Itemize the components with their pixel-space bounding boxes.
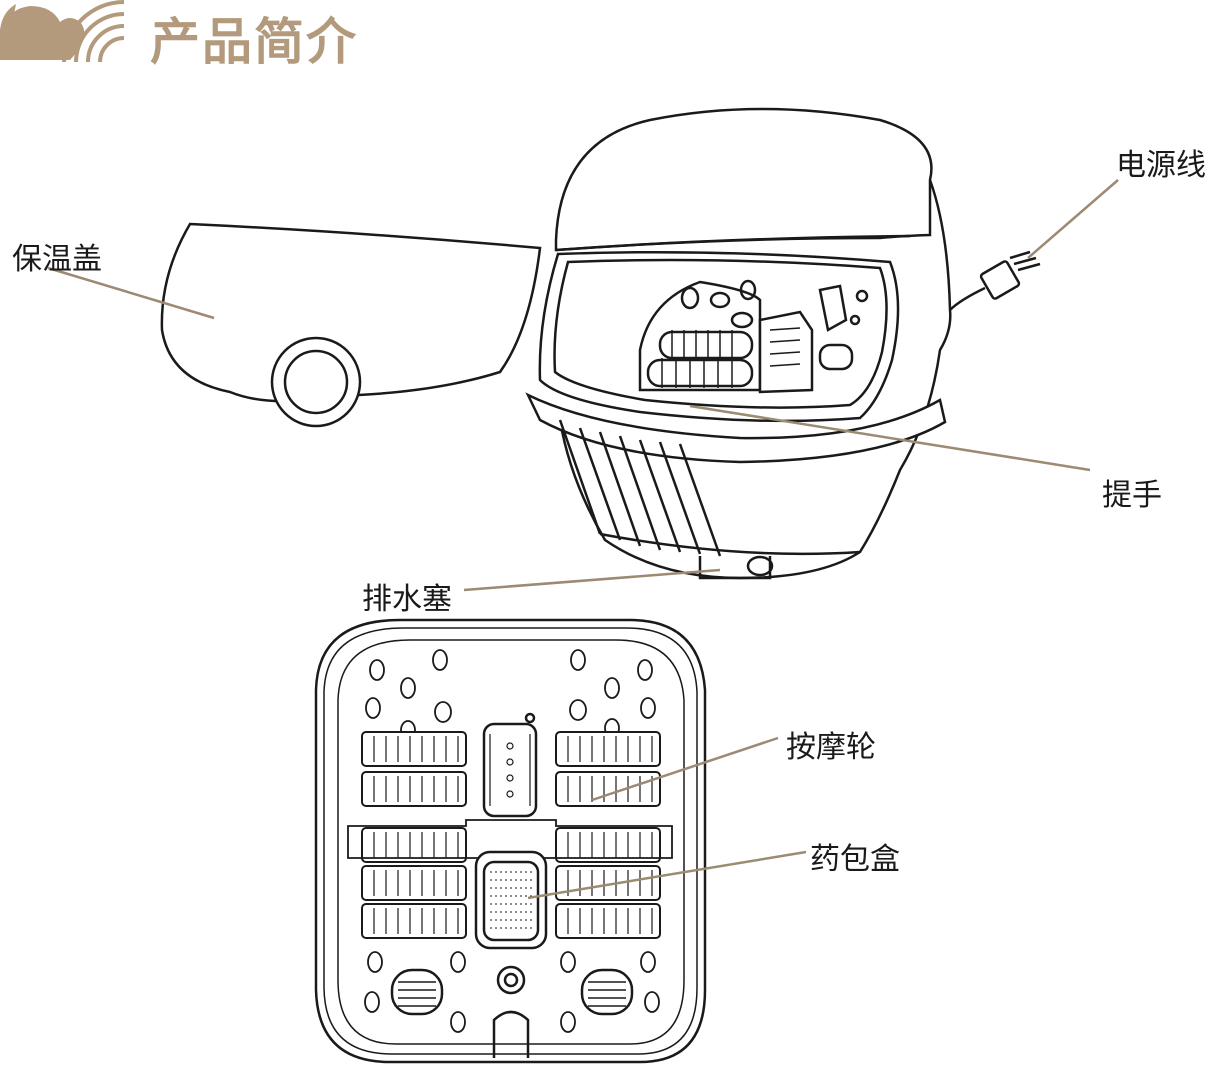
label-handle: 提手 — [1102, 478, 1162, 513]
label-massage-rollers: 按摩轮 — [786, 730, 876, 765]
massage-rollers-drawing — [361, 731, 661, 939]
label-herb-box: 药包盒 — [810, 842, 900, 877]
label-drain-plug: 排水塞 — [362, 582, 452, 617]
arc-rays-logo — [0, 0, 125, 63]
page-title: 产品简介 — [150, 13, 358, 71]
lid-drawing — [160, 222, 542, 428]
leader-lines — [47, 179, 1119, 900]
top-view-drawing — [314, 618, 707, 1064]
herb-box-drawing — [474, 850, 548, 950]
label-lid: 保温盖 — [12, 242, 102, 277]
label-power-cord: 电源线 — [1116, 148, 1206, 183]
tub-drawing — [525, 107, 1041, 580]
